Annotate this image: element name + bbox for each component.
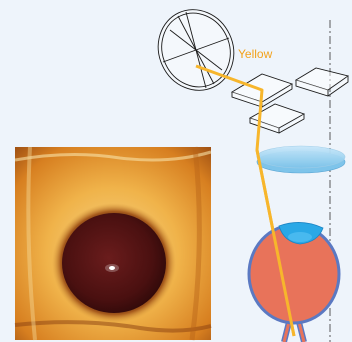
filter-color-label: Yellow	[238, 47, 272, 61]
eye-cross-section-icon	[249, 150, 339, 342]
fundus-photo-image	[15, 147, 211, 340]
mirror-prism-icon	[232, 68, 348, 133]
filter-wheel-icon	[145, 0, 247, 103]
condenser-lens-icon	[257, 146, 345, 173]
